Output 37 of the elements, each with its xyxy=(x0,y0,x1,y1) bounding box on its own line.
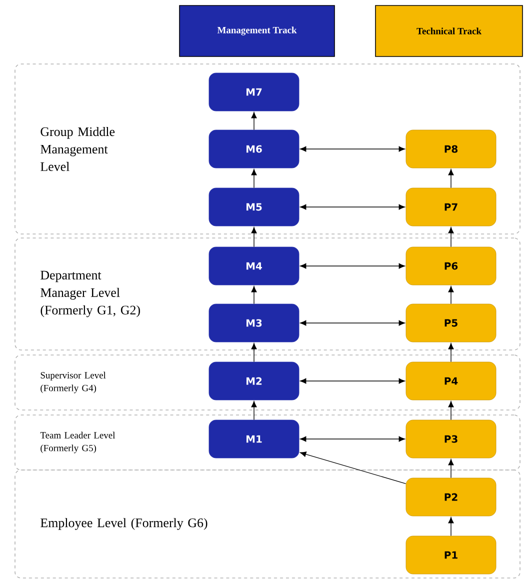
arrow xyxy=(300,436,405,442)
grade-box: M4 xyxy=(208,246,300,286)
arrow xyxy=(448,401,454,420)
grade-box: P4 xyxy=(406,362,496,400)
grade-box: M7 xyxy=(208,72,300,112)
arrow xyxy=(300,146,405,152)
grade-box: M6 xyxy=(208,130,300,168)
grade-box: M5 xyxy=(208,188,300,226)
arrow xyxy=(251,343,257,362)
arrow xyxy=(448,286,454,304)
arrow xyxy=(251,227,257,248)
arrow xyxy=(448,227,454,248)
arrow xyxy=(251,169,257,188)
grade-box: M1 xyxy=(208,420,300,458)
arrow xyxy=(448,343,454,362)
arrow xyxy=(251,286,257,304)
arrow xyxy=(300,378,405,384)
arrow xyxy=(300,320,405,326)
arrow xyxy=(448,169,454,188)
arrow xyxy=(251,112,257,130)
arrow xyxy=(448,517,454,536)
track-header: Technical Track xyxy=(375,5,523,57)
grade-box: P8 xyxy=(406,130,496,168)
grade-box: P7 xyxy=(406,188,496,226)
grade-box: P3 xyxy=(406,420,496,458)
grade-box: P6 xyxy=(406,246,496,286)
grade-box: P1 xyxy=(406,536,496,574)
arrow xyxy=(251,401,257,420)
grade-box: P5 xyxy=(406,304,496,342)
arrow xyxy=(300,204,405,210)
grade-box: M2 xyxy=(208,362,300,400)
grade-box: M3 xyxy=(208,304,300,342)
arrow xyxy=(448,459,454,478)
track-header: Management Track xyxy=(179,5,335,57)
grade-box: P2 xyxy=(406,478,496,516)
arrow xyxy=(300,452,406,484)
arrow xyxy=(300,263,405,269)
